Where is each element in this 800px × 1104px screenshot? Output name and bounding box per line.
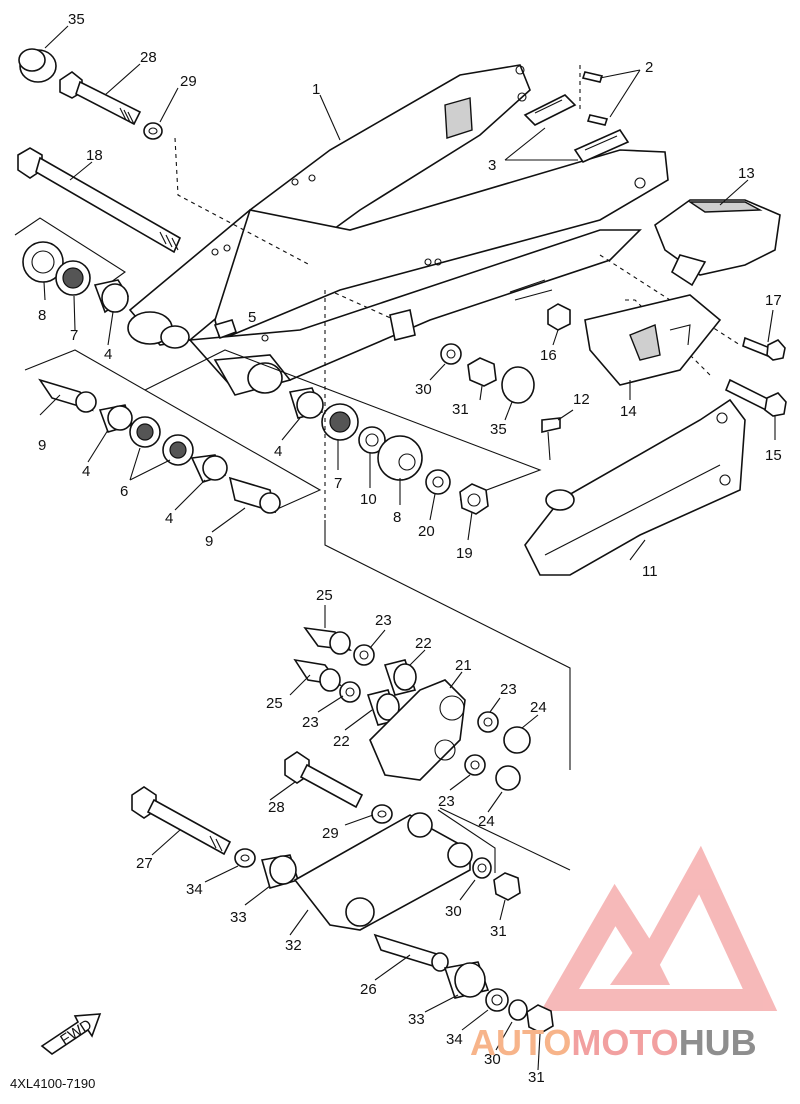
callout-9a: 9 — [38, 437, 46, 454]
callout-20: 20 — [418, 523, 435, 540]
callout-24b: 24 — [478, 813, 495, 830]
fwd-arrow-icon: FWD — [40, 1013, 102, 1055]
callout-10: 10 — [360, 491, 377, 508]
callout-22a: 22 — [415, 635, 432, 652]
small-parts-center — [213, 303, 571, 461]
callout-6: 6 — [120, 483, 128, 500]
callout-25a: 25 — [316, 587, 333, 604]
callout-32: 32 — [285, 937, 302, 954]
bearing-stack-middle — [144, 349, 542, 515]
callout-35b: 35 — [490, 421, 507, 438]
callout-3: 3 — [488, 157, 496, 174]
callout-23a: 23 — [375, 612, 392, 629]
callout-31c: 31 — [528, 1069, 545, 1086]
bolts-2 — [581, 71, 609, 126]
callout-35a: 35 — [68, 11, 85, 28]
watermark-text: AUTOMOTOHUB — [470, 1022, 757, 1064]
bearing-row-lower-left — [24, 349, 322, 514]
rod-21-group — [293, 626, 531, 791]
callout-18: 18 — [86, 147, 103, 164]
callout-8b: 8 — [393, 509, 401, 526]
callout-23b: 23 — [302, 714, 319, 731]
callout-24a: 24 — [530, 699, 547, 716]
slots-3 — [523, 94, 630, 164]
callout-11: 11 — [642, 563, 658, 580]
callout-7a: 7 — [70, 327, 78, 344]
chain-guide-13 — [654, 199, 781, 287]
swingarm-part-1 — [128, 64, 669, 386]
bolt-15 — [724, 378, 787, 417]
callout-4b: 4 — [82, 463, 90, 480]
callout-28b: 28 — [268, 799, 285, 816]
callout-19: 19 — [456, 545, 473, 562]
callout-5: 5 — [248, 309, 256, 326]
callout-25b: 25 — [266, 695, 283, 712]
bearing-stack-left — [14, 217, 130, 314]
callout-labels: 35 28 29 18 8 7 4 9 4 6 4 9 1 5 2 3 13 1… — [38, 11, 782, 1086]
callout-21: 21 — [455, 657, 472, 674]
callout-29a: 29 — [180, 73, 197, 90]
bolt-28-top — [59, 71, 142, 126]
diagram-code: 4XL4100-7190 — [10, 1076, 96, 1091]
callout-17: 17 — [765, 292, 782, 309]
bolt-17 — [742, 336, 786, 361]
relay-arm-11 — [524, 398, 746, 576]
callout-4c: 4 — [165, 510, 173, 527]
callout-34b: 34 — [446, 1031, 463, 1048]
callout-29b: 29 — [322, 825, 339, 842]
callout-1: 1 — [312, 81, 320, 98]
callout-30a: 30 — [415, 381, 432, 398]
watermark-moto: MOTO — [571, 1022, 679, 1063]
callout-30b: 30 — [445, 903, 462, 920]
callout-15: 15 — [765, 447, 782, 464]
callout-31b: 31 — [490, 923, 507, 940]
lower-linkage — [131, 751, 571, 1034]
callout-8a: 8 — [38, 307, 46, 324]
pivot-cylinders — [127, 311, 292, 396]
callout-28a: 28 — [140, 49, 157, 66]
watermark-hub: HUB — [678, 1022, 757, 1063]
callout-9b: 9 — [205, 533, 213, 550]
shaft-18 — [17, 147, 182, 254]
callout-33a: 33 — [230, 909, 247, 926]
chain-plate-14 — [584, 294, 722, 386]
callout-26: 26 — [360, 981, 377, 998]
callout-27: 27 — [136, 855, 153, 872]
watermark-logo — [540, 845, 778, 1011]
callout-4d: 4 — [274, 443, 282, 460]
callout-7b: 7 — [334, 475, 342, 492]
callout-33b: 33 — [408, 1011, 425, 1028]
callout-13: 13 — [738, 165, 755, 182]
callout-14: 14 — [620, 403, 637, 420]
callout-12: 12 — [573, 391, 590, 408]
callout-23d: 23 — [438, 793, 455, 810]
callout-34a: 34 — [186, 881, 203, 898]
callout-4a: 4 — [104, 346, 112, 363]
watermark-auto: AUTO — [470, 1022, 572, 1063]
callout-30c: 30 — [484, 1051, 501, 1068]
callout-31a: 31 — [452, 401, 469, 418]
callout-23c: 23 — [500, 681, 517, 698]
cap-35-top — [18, 48, 57, 83]
callout-22b: 22 — [333, 733, 350, 750]
callout-2: 2 — [645, 59, 653, 76]
washer-29-top — [143, 122, 163, 140]
leader-lines — [39, 25, 776, 1071]
callout-16: 16 — [540, 347, 557, 364]
